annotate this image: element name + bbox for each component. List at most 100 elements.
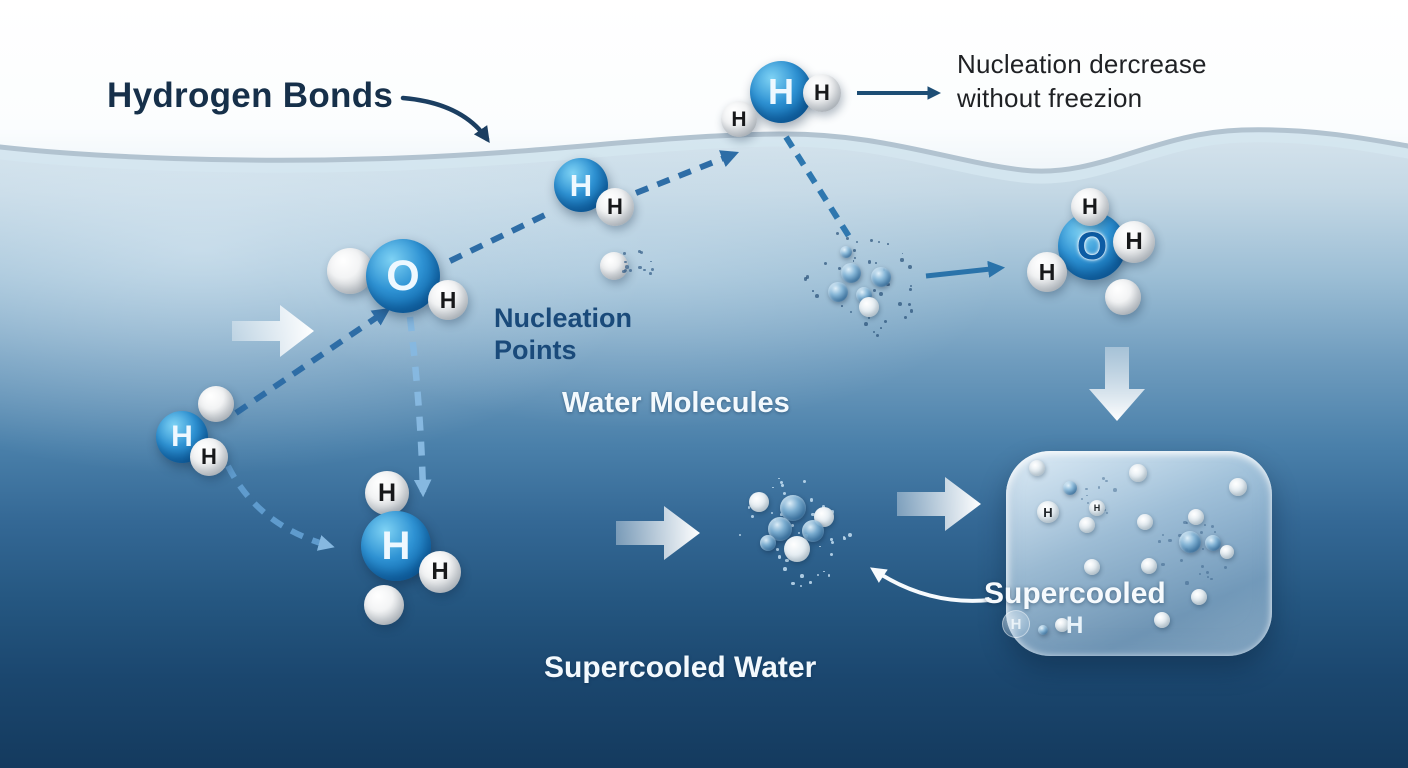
ice-hydrogen-label: H	[1066, 612, 1084, 639]
speckle-dot	[863, 321, 868, 326]
bond-left-to-bottom	[225, 464, 335, 551]
ice-sphere	[1063, 481, 1077, 495]
speckle-dot	[875, 262, 877, 264]
ice-sphere	[1188, 509, 1204, 525]
cluster-bubble	[871, 267, 891, 287]
atom-h: H	[419, 551, 461, 593]
atom-h: H	[721, 101, 757, 137]
ice-sphere	[1129, 464, 1147, 482]
speckle-dot	[1113, 488, 1117, 492]
atom-h: H	[190, 438, 228, 476]
speckle-dot	[1213, 530, 1216, 533]
speckle-dot	[1158, 540, 1161, 543]
nucleation-note-line2: without freezion	[957, 83, 1143, 113]
speckle-dot	[809, 498, 814, 502]
speckle-dot	[1168, 538, 1172, 543]
hydrogen-bonds-arrow	[400, 95, 490, 143]
ice-sphere	[1079, 517, 1095, 533]
speckle-dot	[638, 265, 642, 270]
speckle-dot	[643, 268, 646, 271]
speckle-dot	[1198, 573, 1201, 576]
cluster-to-molecule-arrow	[925, 260, 1006, 279]
speckle-dot	[623, 252, 626, 255]
atom-h: H	[1113, 221, 1155, 263]
speckle-dot	[809, 581, 812, 584]
cluster-bubble	[760, 535, 776, 551]
lone-sphere	[600, 252, 628, 280]
flow-arrow-right	[897, 477, 981, 531]
speckle-dot	[799, 584, 803, 587]
ice-sphere	[1229, 478, 1247, 496]
speckle-dot	[1199, 530, 1203, 534]
hydrogen-bonds-label: Hydrogen Bonds	[107, 76, 394, 115]
supercooled-pointer-arrow	[870, 567, 992, 603]
speckle-dot	[867, 260, 872, 264]
speckle-dot	[1204, 524, 1206, 527]
supercooled-label: Supercooled	[984, 577, 1166, 610]
speckle-dot	[1183, 520, 1187, 524]
ice-sphere	[1029, 460, 1045, 476]
speckle-dot	[878, 292, 883, 296]
speckle-dot	[777, 554, 782, 559]
ice-sphere	[1084, 559, 1100, 575]
ice-sphere	[1137, 514, 1153, 530]
atom-h: H	[1037, 501, 1059, 523]
speckle-dot	[908, 288, 912, 291]
speckle-dot	[812, 290, 814, 293]
bottom-molecule	[364, 585, 404, 625]
speckle-dot	[908, 265, 912, 269]
speckle-dot	[1223, 565, 1227, 569]
oxygen-molecule-right	[1105, 279, 1141, 315]
speckle-dot	[1206, 575, 1209, 578]
atom-h: H	[1071, 188, 1109, 226]
speckle-dot	[840, 304, 843, 307]
ice-sphere	[1141, 558, 1157, 574]
flow-arrow-down	[1089, 347, 1145, 421]
atom-h: H	[1027, 252, 1067, 292]
ice-sphere	[1179, 531, 1201, 553]
bond-center-to-surface	[634, 150, 740, 196]
atom-h: H	[1002, 610, 1030, 638]
cluster-bubble	[859, 297, 879, 317]
water-molecules-label: Water Molecules	[562, 387, 790, 419]
speckle-dot	[1081, 497, 1083, 500]
left-molecule	[198, 386, 234, 422]
speckle-dot	[1087, 501, 1090, 504]
nucleation-points-label: Nucleation Points	[494, 302, 632, 366]
ice-sphere	[1205, 535, 1221, 551]
ice-sphere	[1038, 625, 1048, 635]
speckle-dot	[848, 532, 853, 537]
speckle-dot	[1161, 562, 1165, 566]
speckle-dot	[909, 284, 912, 287]
ice-sphere	[1191, 589, 1207, 605]
atom-h: H	[803, 74, 841, 112]
nucleation-note-line1: Nucleation dercrease	[957, 49, 1207, 79]
ice-sphere	[1154, 612, 1170, 628]
cluster-bubble	[749, 492, 769, 512]
speckle-dot	[783, 567, 787, 571]
speckle-dot	[900, 258, 904, 262]
speckle-dot	[628, 268, 632, 272]
flow-arrow-left	[232, 305, 314, 357]
speckle-dot	[823, 261, 827, 265]
speckle-dot	[622, 269, 626, 274]
speckle-dot	[897, 302, 902, 307]
speckle-dot	[1210, 577, 1213, 581]
speckle-dot	[800, 574, 804, 578]
bond-oxygen-down	[406, 316, 432, 498]
speckle-dot	[1200, 564, 1205, 568]
supercooled-water-label: Supercooled Water	[544, 651, 817, 684]
speckle-dot	[775, 548, 779, 552]
atom-h: H	[1089, 500, 1105, 516]
atom-h: H	[428, 280, 468, 320]
bond-surface-to-cluster	[783, 135, 853, 240]
speckle-dot	[770, 511, 773, 515]
nucleation-points-line1: Nucleation	[494, 303, 633, 333]
cluster-bubble	[841, 263, 861, 283]
speckle-dot	[1185, 581, 1189, 585]
nucleation-points-line2: Points	[494, 335, 577, 365]
cluster-bubble	[840, 246, 852, 258]
ice-sphere	[1220, 545, 1234, 559]
cluster-bubble	[784, 536, 810, 562]
